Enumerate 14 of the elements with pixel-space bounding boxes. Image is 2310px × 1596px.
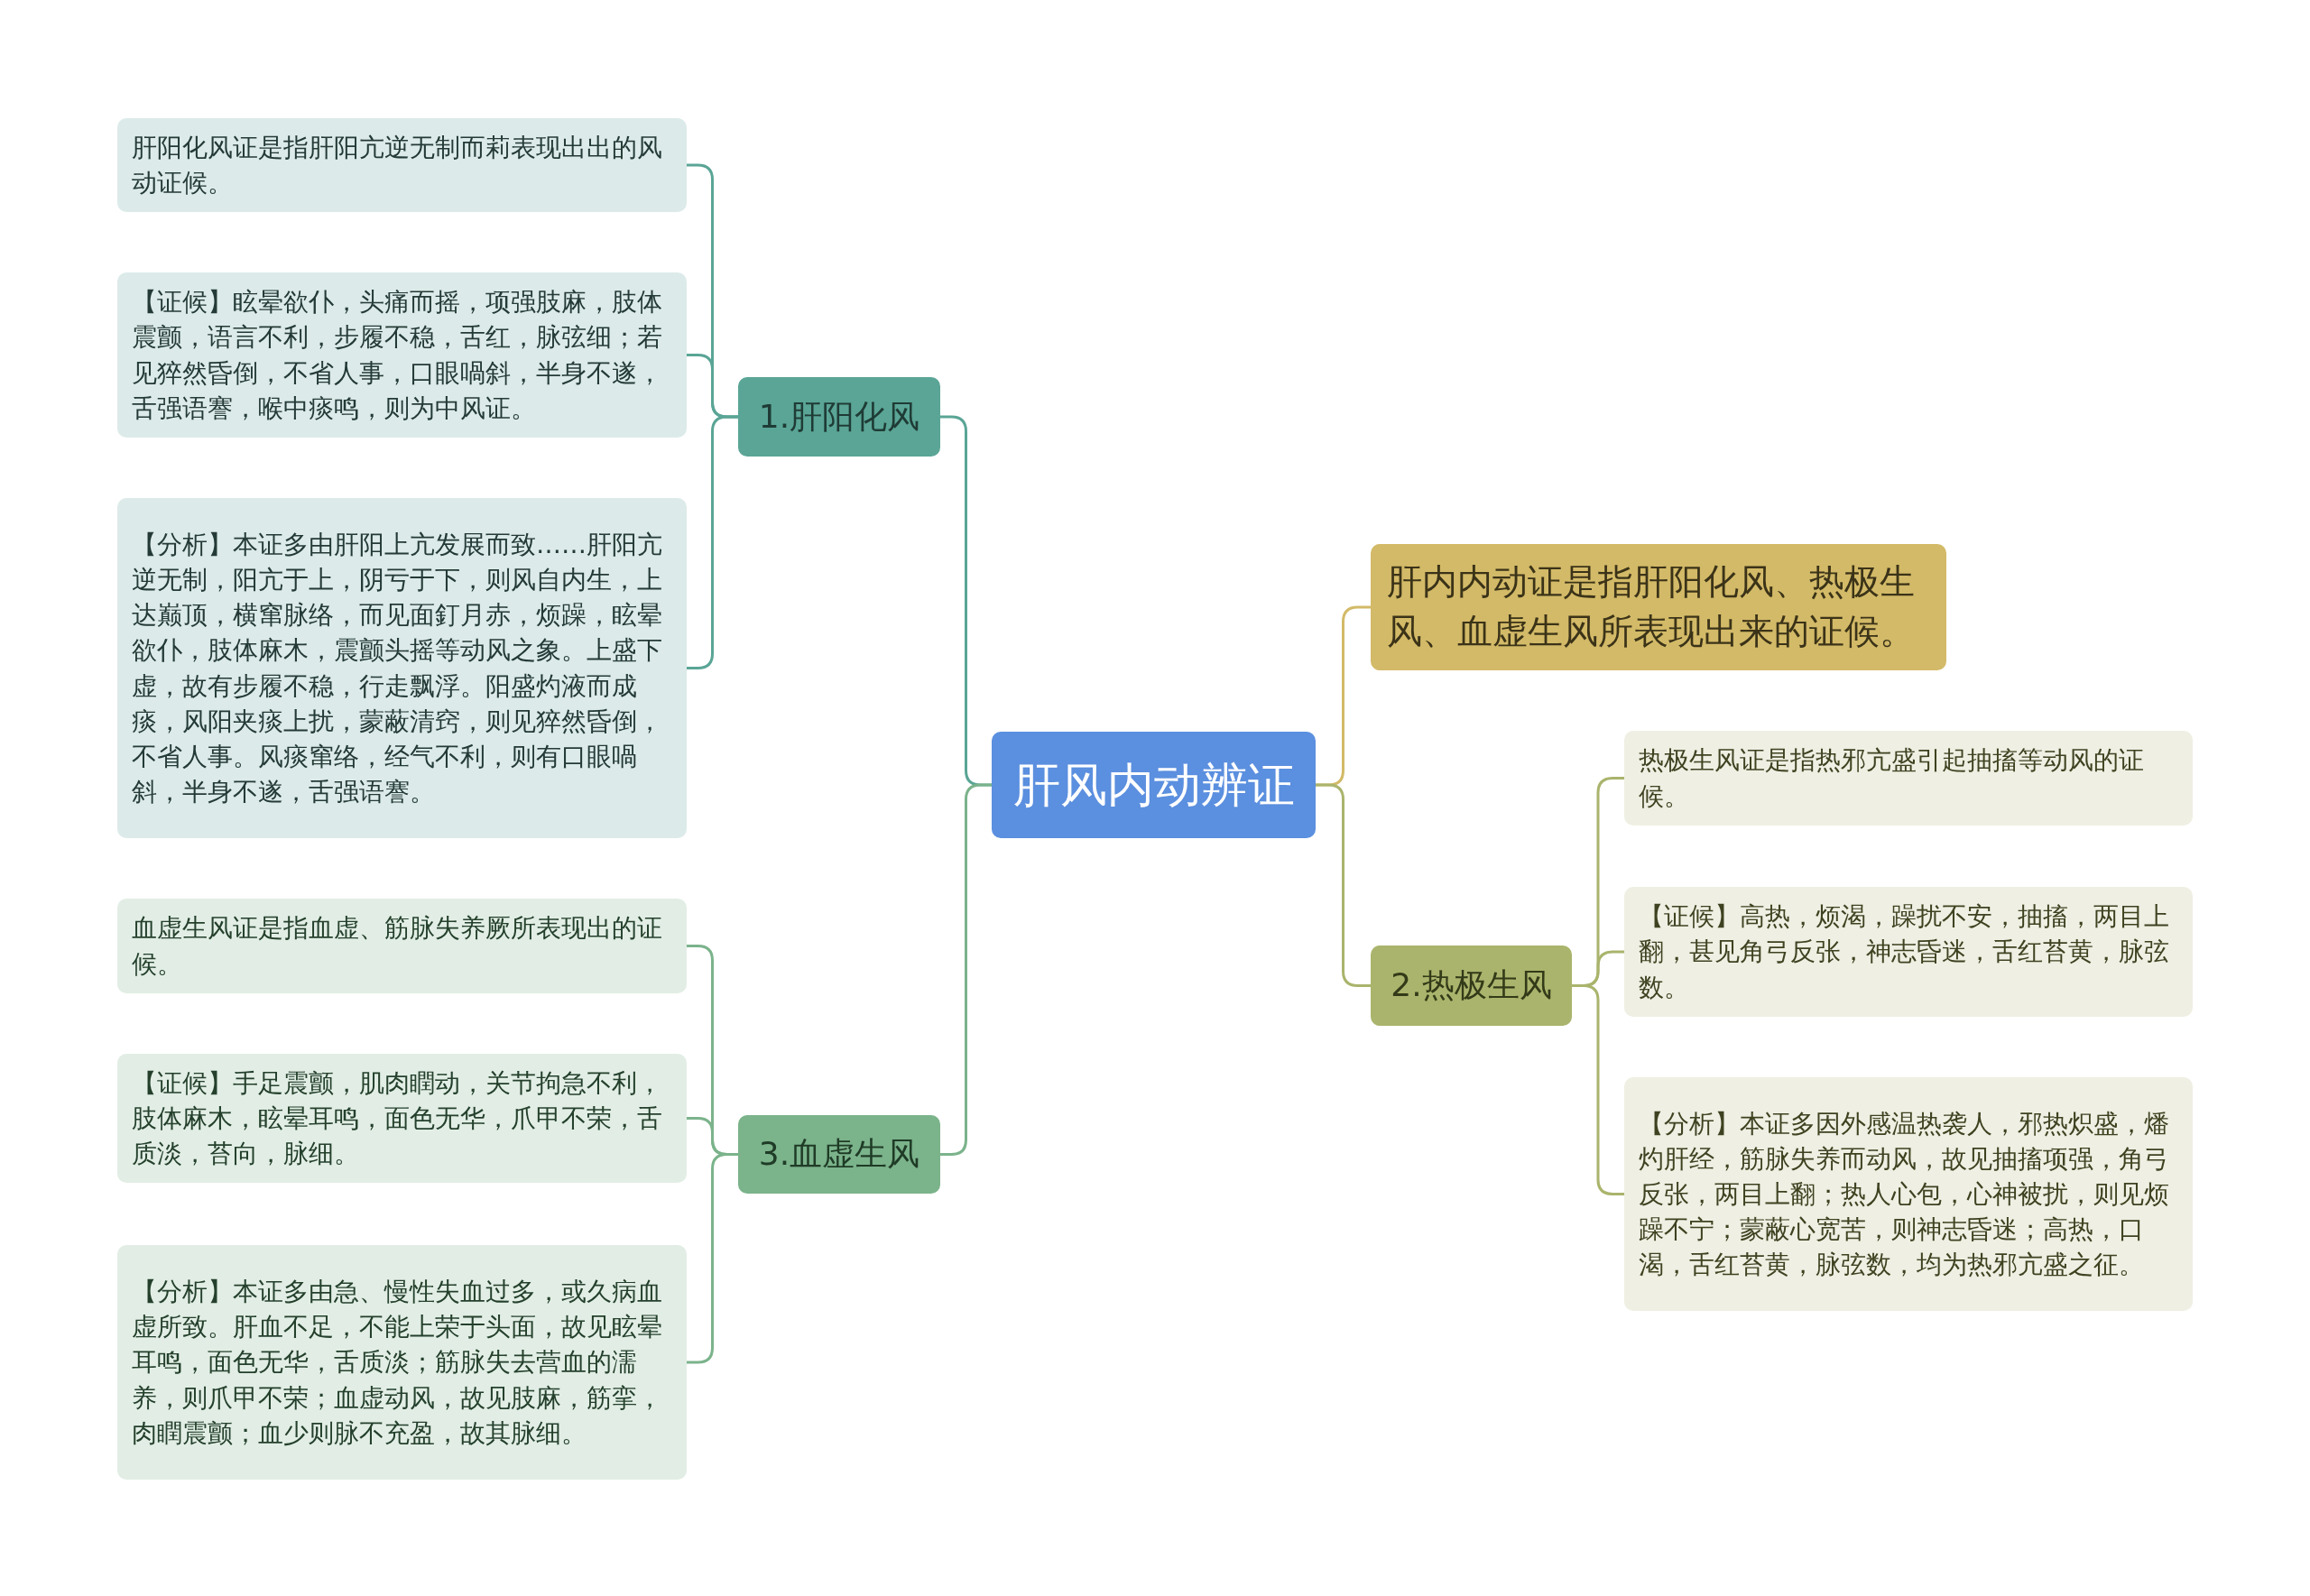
note-box: 【证候】眩晕欲仆，头痛而摇，项强肢麻，肢体震颤，语言不利，步履不稳，舌红，脉弦细；若见猝然昏倒，不省人事，口眼喎斜，半身不遂，舌强语謇，喉中痰鸣，则为中风证。 — [117, 272, 687, 438]
central-topic-box: 肝风内动辨证 — [992, 732, 1316, 838]
note-box: 热极生风证是指热邪亢盛引起抽搐等动风的证候。 — [1624, 731, 2193, 826]
topic-box: 1.肝阳化风 — [738, 377, 940, 457]
note-box: 【分析】本证多因外感温热袭人，邪热炽盛，燔灼肝经，筋脉失养而动风，故见抽搐项强，角弓反张，两目上翻；热人心包，心神被扰，则见烦躁不宁；蒙蔽心宽苦，则神志昏迷；高热，口渴，舌红苔黄，脉弦数，均为热邪亢盛之征。 — [1624, 1077, 2193, 1311]
note-box: 血虚生风证是指血虚、筋脉失养厥所表现出的证候。 — [117, 899, 687, 993]
note-box: 【证候】手足震颤，肌肉瞤动，关节拘急不利，肢体麻木，眩晕耳鸣，面色无华，爪甲不荣，舌质淡，苔向，脉细。 — [117, 1054, 687, 1183]
summary-box: 肝内内动证是指肝阳化风、热极生风、血虚生风所表现出来的证候。 — [1371, 544, 1946, 670]
topic-box: 3.血虚生风 — [738, 1115, 940, 1194]
note-box: 【分析】本证多由急、慢性失血过多，或久病血虚所致。肝血不足，不能上荣于头面，故见眩晕耳鸣，面色无华，舌质淡；筋脉失去营血的濡养，则爪甲不荣；血虚动风，故见肢麻，筋挛，肉瞤震颤；血少则脉不充盈，故其脉细。 — [117, 1245, 687, 1480]
note-box: 【分析】本证多由肝阳上亢发展而致……肝阳亢逆无制，阳亢于上，阴亏于下，则风自内生，上达巅顶，横窜脉络，而见面釘月赤，烦躁，眩晕欲仆，肢体麻木，震颤头摇等动风之象。上盛下虚，故有步履不稳，行走飘浮。阳盛灼液而成痰，风阳夹痰上扰，蒙蔽清窍，则见猝然昏倒，不省人事。风痰窜络，经气不利，则有口眼喎斜，半身不遂，舌强语謇。 — [117, 498, 687, 838]
note-box: 肝阳化风证是指肝阳亢逆无制而莉表现出出的风动证候。 — [117, 118, 687, 212]
topic-box: 2.热极生风 — [1371, 946, 1572, 1026]
note-box: 【证候】高热，烦渴，躁扰不安，抽搐，两目上翻，甚见角弓反张，神志昏迷，舌红苔黄，脉弦数。 — [1624, 887, 2193, 1017]
